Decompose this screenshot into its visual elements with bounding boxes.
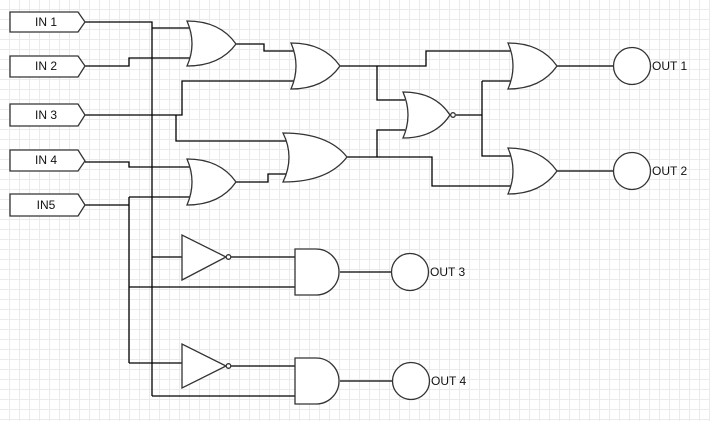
wire-in4-or2 <box>85 161 190 168</box>
inversion-bubble <box>225 254 232 260</box>
input-label: IN 2 <box>35 59 57 73</box>
nor-gate[interactable] <box>402 91 456 139</box>
wire-or3-or5 <box>377 50 512 67</box>
output-label: OUT 2 <box>652 164 687 178</box>
not-gate-1[interactable] <box>181 233 232 282</box>
input-pin-in1[interactable]: IN 1 <box>9 11 86 33</box>
wire-or3-out <box>340 65 405 101</box>
or-gate-1[interactable] <box>185 20 237 67</box>
or-gate-4[interactable] <box>281 132 348 183</box>
not-gate-2[interactable] <box>181 342 232 390</box>
input-pin-in2[interactable]: IN 2 <box>9 55 86 78</box>
output-label: OUT 1 <box>652 59 687 73</box>
wire-in2-or1 <box>85 57 190 67</box>
output-pin-out4[interactable]: OUT 4 <box>391 361 467 401</box>
or-gate-3[interactable] <box>290 42 341 90</box>
wire-or1-or3 <box>236 43 295 52</box>
wire-in3-or3 <box>85 80 295 116</box>
wire-in1 <box>85 21 153 396</box>
and-gate-1[interactable] <box>294 248 340 296</box>
output-pin-out2[interactable]: OUT 2 <box>612 151 688 191</box>
input-label: IN 1 <box>35 15 57 29</box>
wire-or4-out <box>347 129 405 158</box>
wire-or2-or4 <box>236 173 288 183</box>
input-pin-in5[interactable]: IN5 <box>9 193 86 217</box>
or-gate-2[interactable] <box>186 158 237 206</box>
output-label: OUT 3 <box>430 265 465 279</box>
wires <box>85 21 614 397</box>
or-gate-6[interactable] <box>507 147 558 195</box>
input-label: IN 3 <box>35 108 57 122</box>
inversion-bubble <box>225 363 232 369</box>
input-label: IN 4 <box>35 153 57 167</box>
and-gate-2[interactable] <box>294 357 340 405</box>
wire-in3-or4 <box>175 115 288 142</box>
input-pin-in4[interactable]: IN 4 <box>9 149 86 172</box>
output-pin-out3[interactable]: OUT 3 <box>390 252 466 292</box>
wire-or4-or6 <box>377 156 512 187</box>
output-label: OUT 4 <box>431 374 466 388</box>
input-label: IN5 <box>37 198 56 212</box>
or-gate-5[interactable] <box>507 42 558 90</box>
output-pin-out1[interactable]: OUT 1 <box>612 46 688 86</box>
input-pin-in3[interactable]: IN 3 <box>9 103 86 127</box>
inversion-bubble <box>450 112 456 118</box>
wire-nor-or5 <box>481 81 512 157</box>
